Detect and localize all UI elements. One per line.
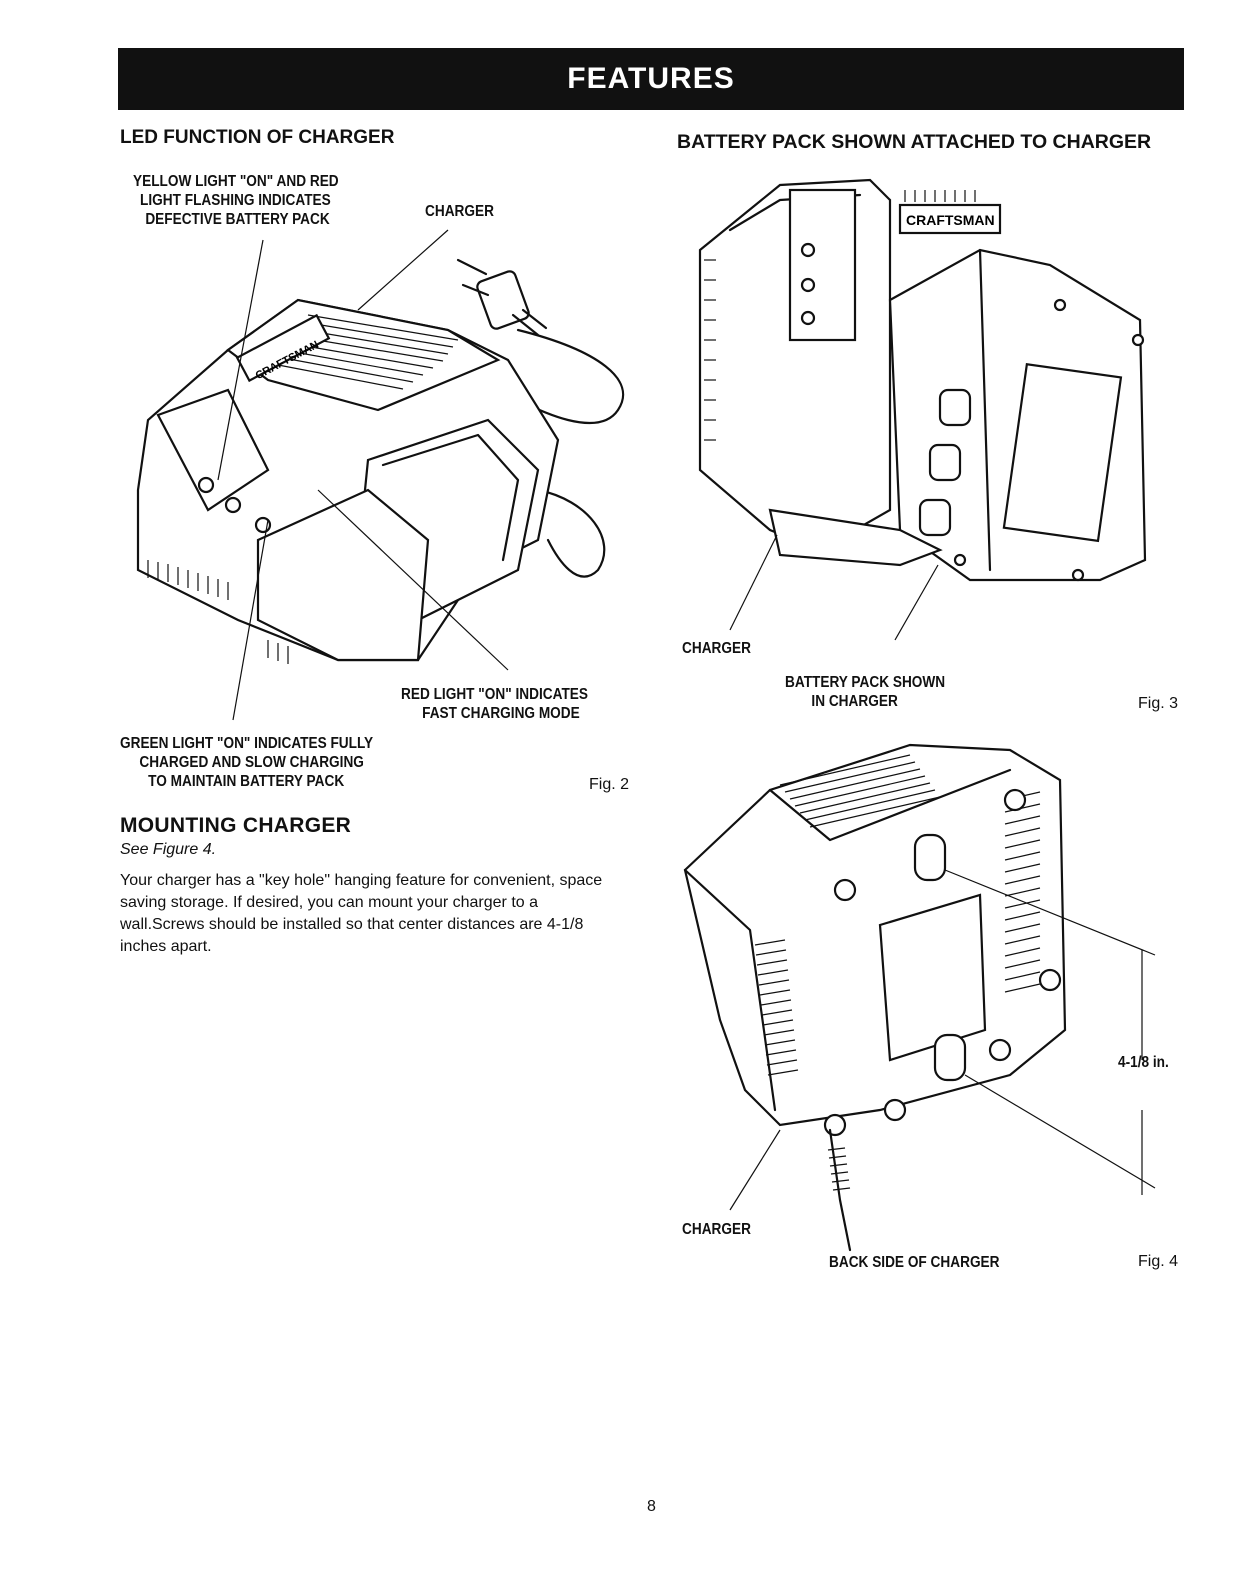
battery-in-charger-callout: BATTERY PACK SHOWN IN CHARGER bbox=[785, 674, 946, 710]
banner-title: FEATURES bbox=[567, 62, 735, 95]
charger-callout-fig3: CHARGER bbox=[682, 640, 751, 657]
page-number: 8 bbox=[647, 1498, 656, 1515]
fig3-label: Fig. 3 bbox=[1138, 695, 1179, 712]
led-function-heading: LED FUNCTION OF CHARGER bbox=[120, 127, 395, 148]
dimension-label: 4-1/8 in. bbox=[1118, 1054, 1169, 1071]
see-figure-note: See Figure 4. bbox=[120, 841, 217, 858]
charger-callout-fig4: CHARGER bbox=[682, 1221, 751, 1238]
fig2-label: Fig. 2 bbox=[589, 776, 630, 793]
plug-icon bbox=[456, 258, 548, 337]
battery-pack-drawing: CRAFTSMAN bbox=[698, 178, 1147, 641]
charger-back-drawing bbox=[683, 743, 1156, 1252]
back-side-caption: BACK SIDE OF CHARGER bbox=[829, 1254, 1000, 1271]
mounting-heading: MOUNTING CHARGER bbox=[120, 814, 352, 837]
mounting-body: Your charger has a "key hole" hanging fe… bbox=[120, 872, 603, 955]
red-light-callout: RED LIGHT "ON" INDICATES FAST CHARGING M… bbox=[401, 686, 588, 722]
charger-drawing: CRAFTSMAN bbox=[136, 229, 625, 721]
fig4-label: Fig. 4 bbox=[1138, 1253, 1179, 1270]
yellow-light-callout: YELLOW LIGHT "ON" AND RED LIGHT FLASHING… bbox=[133, 173, 339, 228]
battery-attached-heading: BATTERY PACK SHOWN ATTACHED TO CHARGER bbox=[677, 131, 1152, 153]
fig3-brand: CRAFTSMAN bbox=[906, 212, 995, 228]
charger-callout-fig2: CHARGER bbox=[425, 203, 494, 220]
green-light-callout: GREEN LIGHT "ON" INDICATES FULLY CHARGED… bbox=[120, 735, 374, 790]
features-banner: FEATURES bbox=[118, 48, 1184, 110]
